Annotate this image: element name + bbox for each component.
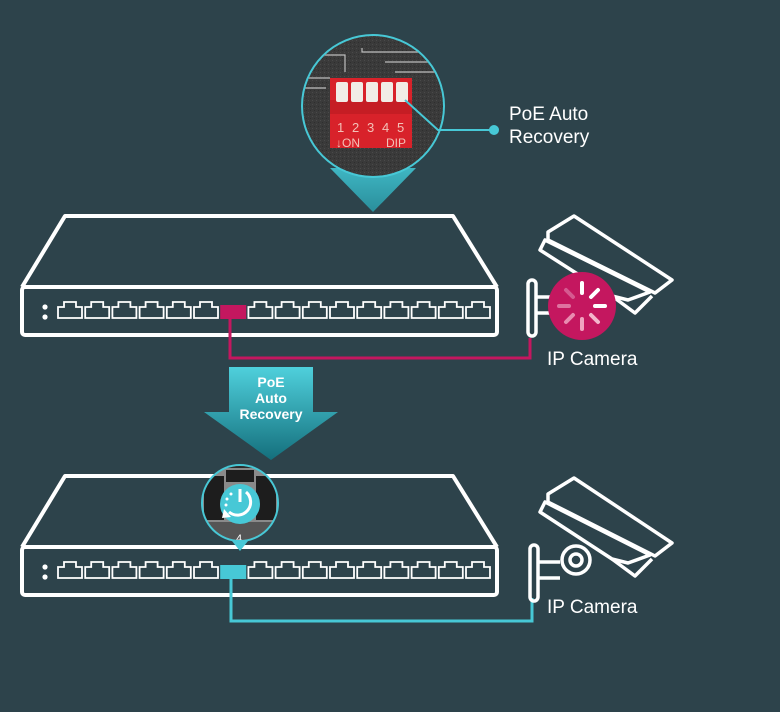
port-row-bottom	[57, 561, 491, 579]
dip-number-2: 2	[352, 120, 359, 135]
ethernet-port	[465, 301, 491, 319]
dip-switch-magnifier: 1 2 3 4 5 ↓ON DIP	[301, 34, 445, 212]
ethernet-port	[383, 561, 410, 579]
port-number-label: 4	[236, 533, 242, 545]
ethernet-port	[111, 301, 138, 319]
callout-leader-line	[404, 99, 493, 131]
ethernet-port	[301, 561, 328, 579]
ethernet-port	[329, 301, 355, 319]
ethernet-port	[356, 301, 383, 319]
ethernet-port	[84, 301, 111, 319]
ethernet-port	[165, 561, 192, 579]
ethernet-port	[410, 561, 437, 579]
ethernet-port	[193, 561, 219, 579]
status-led	[42, 314, 48, 320]
ip-camera-label-top: IP Camera	[547, 349, 638, 370]
ethernet-port	[84, 561, 111, 579]
callout-label: PoE Auto Recovery	[509, 103, 589, 149]
dip-number-3: 3	[367, 120, 374, 135]
dip-switch: 1 2 3 4 5 ↓ON DIP	[330, 78, 412, 150]
network-switch-top	[20, 214, 499, 337]
poe-cable-restored	[229, 578, 534, 623]
ethernet-port	[356, 561, 383, 579]
callout-label-line2: Recovery	[509, 127, 590, 148]
power-restart-icon	[220, 484, 260, 524]
dip-number-1: 1	[337, 120, 344, 135]
poe-cable-fault	[228, 318, 532, 360]
arrow-label-line2: Auto	[255, 390, 287, 406]
ethernet-port	[111, 561, 138, 579]
ethernet-port	[138, 301, 165, 319]
status-led	[42, 564, 48, 570]
ip-camera-label-bottom: IP Camera	[547, 597, 638, 618]
ethernet-port	[165, 301, 192, 319]
port-row-top	[57, 301, 491, 319]
arrow-label-line3: Recovery	[239, 406, 303, 422]
status-led	[42, 574, 48, 580]
ethernet-port	[437, 561, 464, 579]
ethernet-port	[57, 301, 83, 319]
ethernet-port	[301, 301, 328, 319]
ethernet-port	[57, 561, 83, 579]
status-led	[42, 304, 48, 310]
ethernet-port	[329, 561, 355, 579]
ip-camera-bottom	[528, 476, 674, 603]
callout-label-line1: PoE Auto	[509, 104, 589, 125]
ethernet-port	[274, 301, 301, 319]
dip-number-5: 5	[397, 120, 404, 135]
port-magnifier: 4	[201, 464, 279, 551]
dip-number-4: 4	[382, 120, 389, 135]
arrow-label-line1: PoE	[257, 374, 285, 390]
dip-on-label: ↓ON	[336, 136, 360, 150]
ethernet-port	[465, 561, 491, 579]
magnifier-pointer	[330, 168, 416, 212]
ethernet-port	[383, 301, 410, 319]
transition-arrow-label: PoE Auto Recovery	[226, 374, 316, 422]
ethernet-port	[193, 301, 219, 319]
ethernet-port	[410, 301, 437, 319]
ethernet-port	[138, 561, 165, 579]
transition-arrow	[204, 367, 338, 460]
ethernet-port	[247, 561, 274, 579]
ethernet-port	[247, 301, 274, 319]
active-port	[220, 305, 247, 319]
ethernet-port	[437, 301, 464, 319]
dip-dip-label: DIP	[386, 136, 406, 150]
ethernet-port	[274, 561, 301, 579]
active-port	[220, 565, 247, 579]
callout-dot	[489, 125, 499, 135]
loading-spinner-icon	[548, 272, 616, 340]
